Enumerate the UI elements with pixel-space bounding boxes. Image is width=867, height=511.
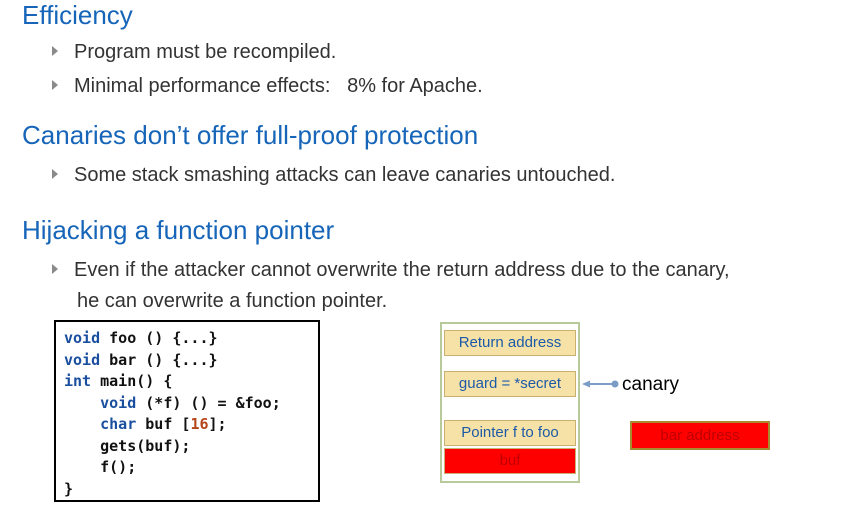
code-listing: void foo () {...} void bar () {...} int … [54,320,320,502]
bullet-recompiled: Program must be recompiled. [52,39,336,65]
code-keyword: char [100,415,137,433]
code-line: void bar () {...} [64,350,318,372]
bullet-performance: Minimal performance effects: 8% for Apac… [52,73,483,99]
stack-slot-pointer: Pointer f to foo [444,420,576,446]
bar-address-box: bar address [630,421,770,450]
code-text: main() { [91,372,173,390]
code-text: buf [ [136,415,191,433]
code-text: bar () {...} [100,350,218,369]
stack-slot-return-address: Return address [444,330,576,356]
bullet-continuation: he can overwrite a function pointer. [77,290,388,312]
code-text: ]; [208,415,227,433]
stack-slot-guard: guard = *secret [444,371,576,397]
code-line: char buf [16]; [64,414,318,436]
code-indent [64,394,100,412]
code-keyword: void [64,350,101,369]
canary-arrow-icon [582,380,619,388]
bullet-text: Minimal performance effects: 8% for Apac… [74,75,483,97]
stack-slot-buf: buf [444,448,576,474]
stack-diagram: Return address guard = *secret Pointer f… [440,322,580,483]
canary-label: canary [622,374,680,395]
bullet-text: Some stack smashing attacks can leave ca… [74,164,616,186]
bullet-function-pointer: Even if the attacker cannot overwrite th… [52,257,730,283]
code-line: f(); [64,458,137,476]
code-line: int main() { [64,371,318,393]
bullet-arrow-icon [52,46,58,56]
code-number: 16 [190,415,209,433]
code-keyword: void [64,329,101,347]
bullet-arrow-icon [52,169,58,179]
code-keyword: void [100,393,137,412]
heading-canaries: Canaries don’t offer full-proof protecti… [22,120,479,150]
bullet-text: Even if the attacker cannot overwrite th… [74,259,730,281]
bullet-arrow-icon [52,80,58,90]
code-indent [64,415,100,433]
heading-hijacking: Hijacking a function pointer [22,215,335,245]
code-line: } [64,479,74,498]
code-text: (*f) () = &foo; [136,393,281,412]
bullet-arrow-icon [52,264,58,274]
code-line: gets(buf); [64,436,191,455]
code-line: void (*f) () = &foo; [64,393,318,415]
code-line: void foo () {...} [64,328,318,350]
code-keyword: int [64,372,92,390]
bullet-stack-smashing: Some stack smashing attacks can leave ca… [52,162,615,188]
code-text: foo () {...} [100,329,218,347]
bullet-text: Program must be recompiled. [74,41,337,63]
heading-efficiency: Efficiency [22,0,133,30]
